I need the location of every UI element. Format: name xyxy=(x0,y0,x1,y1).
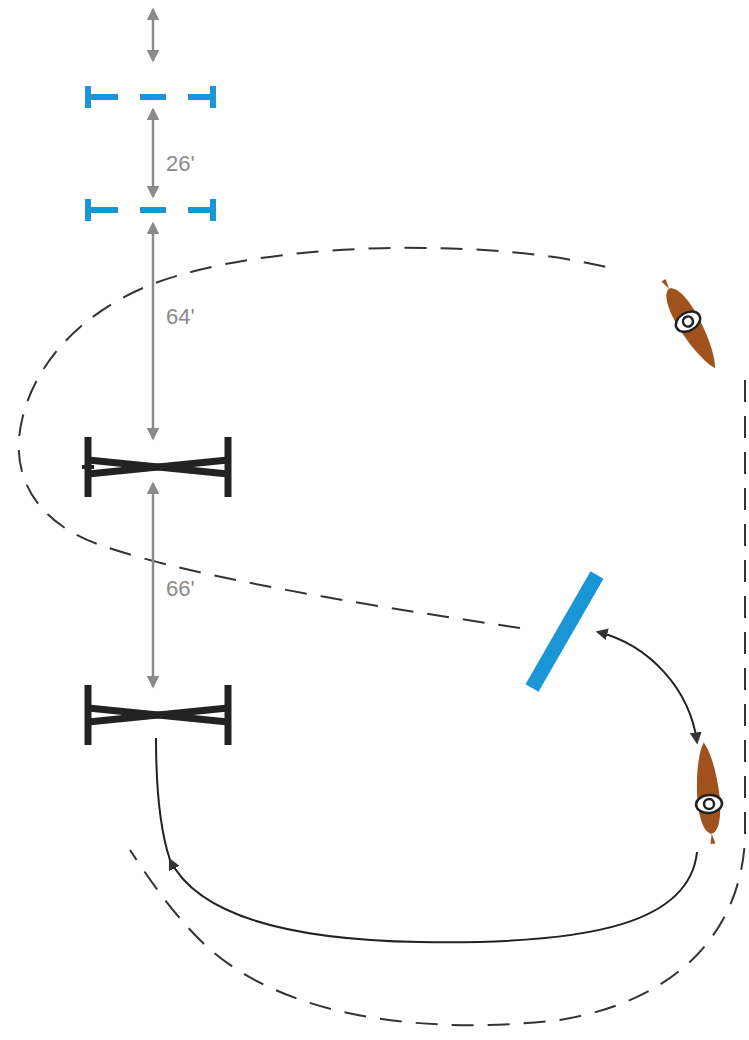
ground-pole xyxy=(532,575,597,688)
dashed-track xyxy=(19,248,610,628)
approach-line xyxy=(170,852,697,942)
turn-arrow xyxy=(598,632,697,742)
cross-rail-jump xyxy=(88,685,228,745)
dimension-arrow xyxy=(152,10,155,686)
approach-line xyxy=(156,738,170,860)
trot-pole xyxy=(88,86,213,108)
cross-rail-jump xyxy=(82,437,228,497)
dimension-label: 66' xyxy=(164,577,197,601)
trot-pole xyxy=(88,199,213,221)
dimension-label: 26' xyxy=(164,152,197,176)
dimension-label: 64' xyxy=(164,305,197,329)
horse-rider xyxy=(691,741,726,845)
horse-rider xyxy=(653,273,727,374)
